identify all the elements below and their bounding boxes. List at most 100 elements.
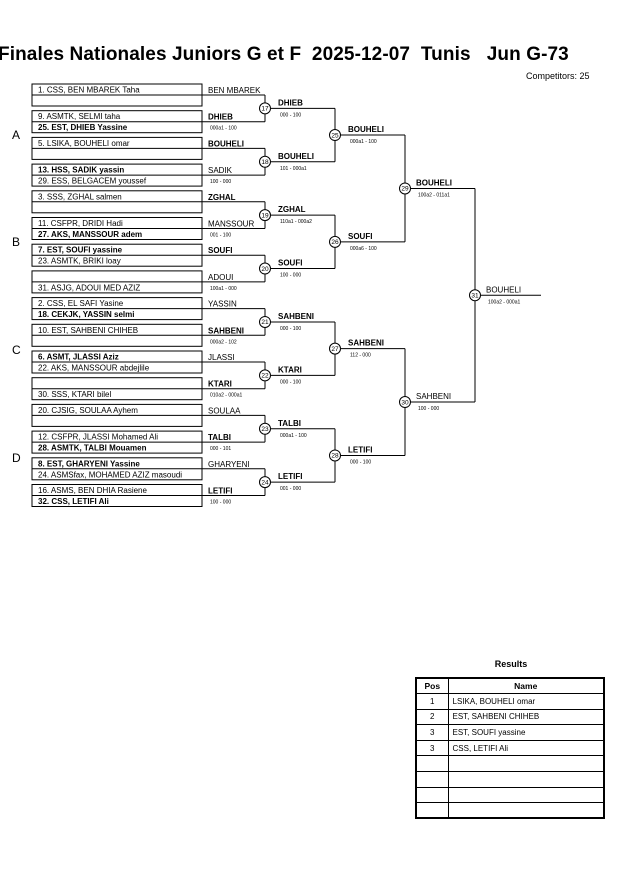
- r3-score: 110a1 - 000a2: [280, 219, 312, 225]
- results-row: [415, 755, 605, 773]
- r2-name: SOULAA: [208, 406, 241, 415]
- r3-score: 000 - 100: [280, 379, 301, 385]
- match-number-circle: [259, 262, 271, 275]
- results-name: CSS, LETIFI Ali: [447, 739, 605, 757]
- match-number-circle: [329, 449, 341, 462]
- entry-name: 13. HSS, SADIK yassin: [38, 166, 124, 175]
- r2-name: DHIEB: [208, 113, 233, 122]
- r2-score: 100 - 000: [210, 500, 231, 506]
- entry-name: 25. EST, DHIEB Yassine: [38, 123, 128, 132]
- results-caption: Results: [494, 659, 528, 669]
- r3-name: DHIEB: [278, 98, 303, 107]
- match-number: 28: [331, 453, 339, 460]
- r4-name: LETIFI: [348, 445, 372, 454]
- match-number-circle: [259, 102, 271, 115]
- r3-name: TALBI: [278, 419, 301, 428]
- match-number: 26: [331, 239, 339, 246]
- r4-score: 000a6 - 100: [350, 246, 377, 252]
- match-number: 23: [261, 426, 269, 433]
- results-header-pos: Pos: [415, 677, 449, 695]
- r4-score: 000 - 100: [350, 459, 371, 465]
- match-number-circle: [399, 182, 411, 195]
- results-row: [415, 786, 605, 804]
- match-number: 24: [261, 479, 269, 486]
- champion-score: 100a2 - 000a1: [488, 299, 520, 305]
- semi-winner-name: SAHBENI: [416, 392, 451, 401]
- group-label: A: [12, 128, 20, 142]
- page-title: Finales Nationales Juniors G et F 2025-1…: [0, 44, 569, 65]
- entry-name: 5. LSIKA, BOUHELI omar: [38, 139, 130, 148]
- results-name: EST, SOUFI yassine: [447, 724, 605, 741]
- entry-name: 27. AKS, MANSSOUR adem: [38, 230, 142, 239]
- entry-name: 28. ASMTK, TALBI Mouamen: [38, 444, 147, 453]
- match-number-circle: [259, 209, 271, 222]
- match-number: 30: [401, 399, 409, 406]
- r3-name: LETIFI: [278, 472, 302, 481]
- entry-name: 2. CSS, EL SAFI Yasine: [38, 299, 124, 308]
- results-pos: 2: [415, 708, 449, 726]
- results-pos: [415, 771, 449, 788]
- match-number-circle: [259, 476, 271, 489]
- results-pos: 3: [415, 739, 449, 757]
- r2-name: GHARYENI: [208, 460, 250, 469]
- r2-name: MANSSOUR: [208, 220, 254, 229]
- results-name: [447, 786, 605, 804]
- results-pos: [415, 802, 449, 819]
- r3-name: KTARI: [278, 365, 302, 374]
- r2-score: 010a2 - 000a1: [210, 393, 242, 399]
- entry-name: 20. CJSIG, SOULAA Ayhem: [38, 406, 138, 415]
- results-name: LSIKA, BOUHELI omar: [447, 693, 605, 710]
- match-number: 21: [261, 319, 269, 326]
- match-number: 29: [401, 186, 409, 193]
- entry-name: 10. EST, SAHBENI CHIHEB: [38, 326, 138, 335]
- group-label: C: [12, 343, 21, 357]
- results-pos: 1: [415, 693, 449, 710]
- r2-score: 100 - 000: [210, 179, 231, 185]
- entry-name: 11. CSFPR, DRIDI Hadi: [38, 219, 123, 228]
- r3-name: SAHBENI: [278, 312, 314, 321]
- r2-name: ADOUI: [208, 273, 233, 282]
- r4-score: 112 - 000: [350, 353, 371, 359]
- entry-name: 30. SSS, KTARI bilel: [38, 390, 111, 399]
- match-number: 18: [261, 159, 269, 166]
- results-pos: [415, 755, 449, 773]
- r2-name: SOUFI: [208, 246, 232, 255]
- r4-name: SAHBENI: [348, 339, 384, 348]
- r3-name: ZGHAL: [278, 205, 306, 214]
- match-number: 25: [331, 132, 339, 139]
- match-number: 31: [471, 292, 479, 299]
- r3-score: 100 - 000: [280, 273, 301, 279]
- match-number: 22: [261, 373, 269, 380]
- match-number-circle: [329, 129, 341, 142]
- r2-score: 001 - 100: [210, 233, 231, 239]
- r2-score: 000 - 101: [210, 446, 231, 452]
- r3-name: SOUFI: [278, 259, 302, 268]
- entry-name: 3. SSS, ZGHAL salmen: [38, 192, 122, 201]
- r2-score: 100a1 - 000: [210, 286, 237, 292]
- semi-winner-name: BOUHELI: [416, 178, 452, 187]
- entry-name: 32. CSS, LETIFI Ali: [38, 497, 109, 506]
- r2-name: BEN MBAREK: [208, 86, 261, 95]
- r4-name: BOUHELI: [348, 125, 384, 134]
- entry-name: 23. ASMTK, BRIKI loay: [38, 257, 121, 266]
- r3-score: 000a1 - 100: [280, 433, 307, 439]
- r2-score: 000a2 - 102: [210, 339, 237, 345]
- r2-name: SADIK: [208, 166, 233, 175]
- r2-name: ZGHAL: [208, 193, 236, 202]
- match-number-circle: [329, 235, 341, 248]
- r3-score: 000 - 100: [280, 112, 301, 118]
- match-number: 19: [261, 212, 269, 219]
- results-name: [447, 755, 605, 773]
- entry-name: 6. ASMT, JLASSI Aziz: [38, 353, 119, 362]
- match-number-circle: [259, 369, 271, 382]
- results-pos: [415, 786, 449, 804]
- results-row: [415, 771, 605, 788]
- entry-name: 16. ASMS, BEN DHIA Rasiene: [38, 486, 147, 495]
- entry-name: 31. ASJG, ADOUI MED AZIZ: [38, 283, 140, 292]
- semi-winner-score: 100 - 000: [418, 406, 439, 412]
- results-name: [447, 771, 605, 788]
